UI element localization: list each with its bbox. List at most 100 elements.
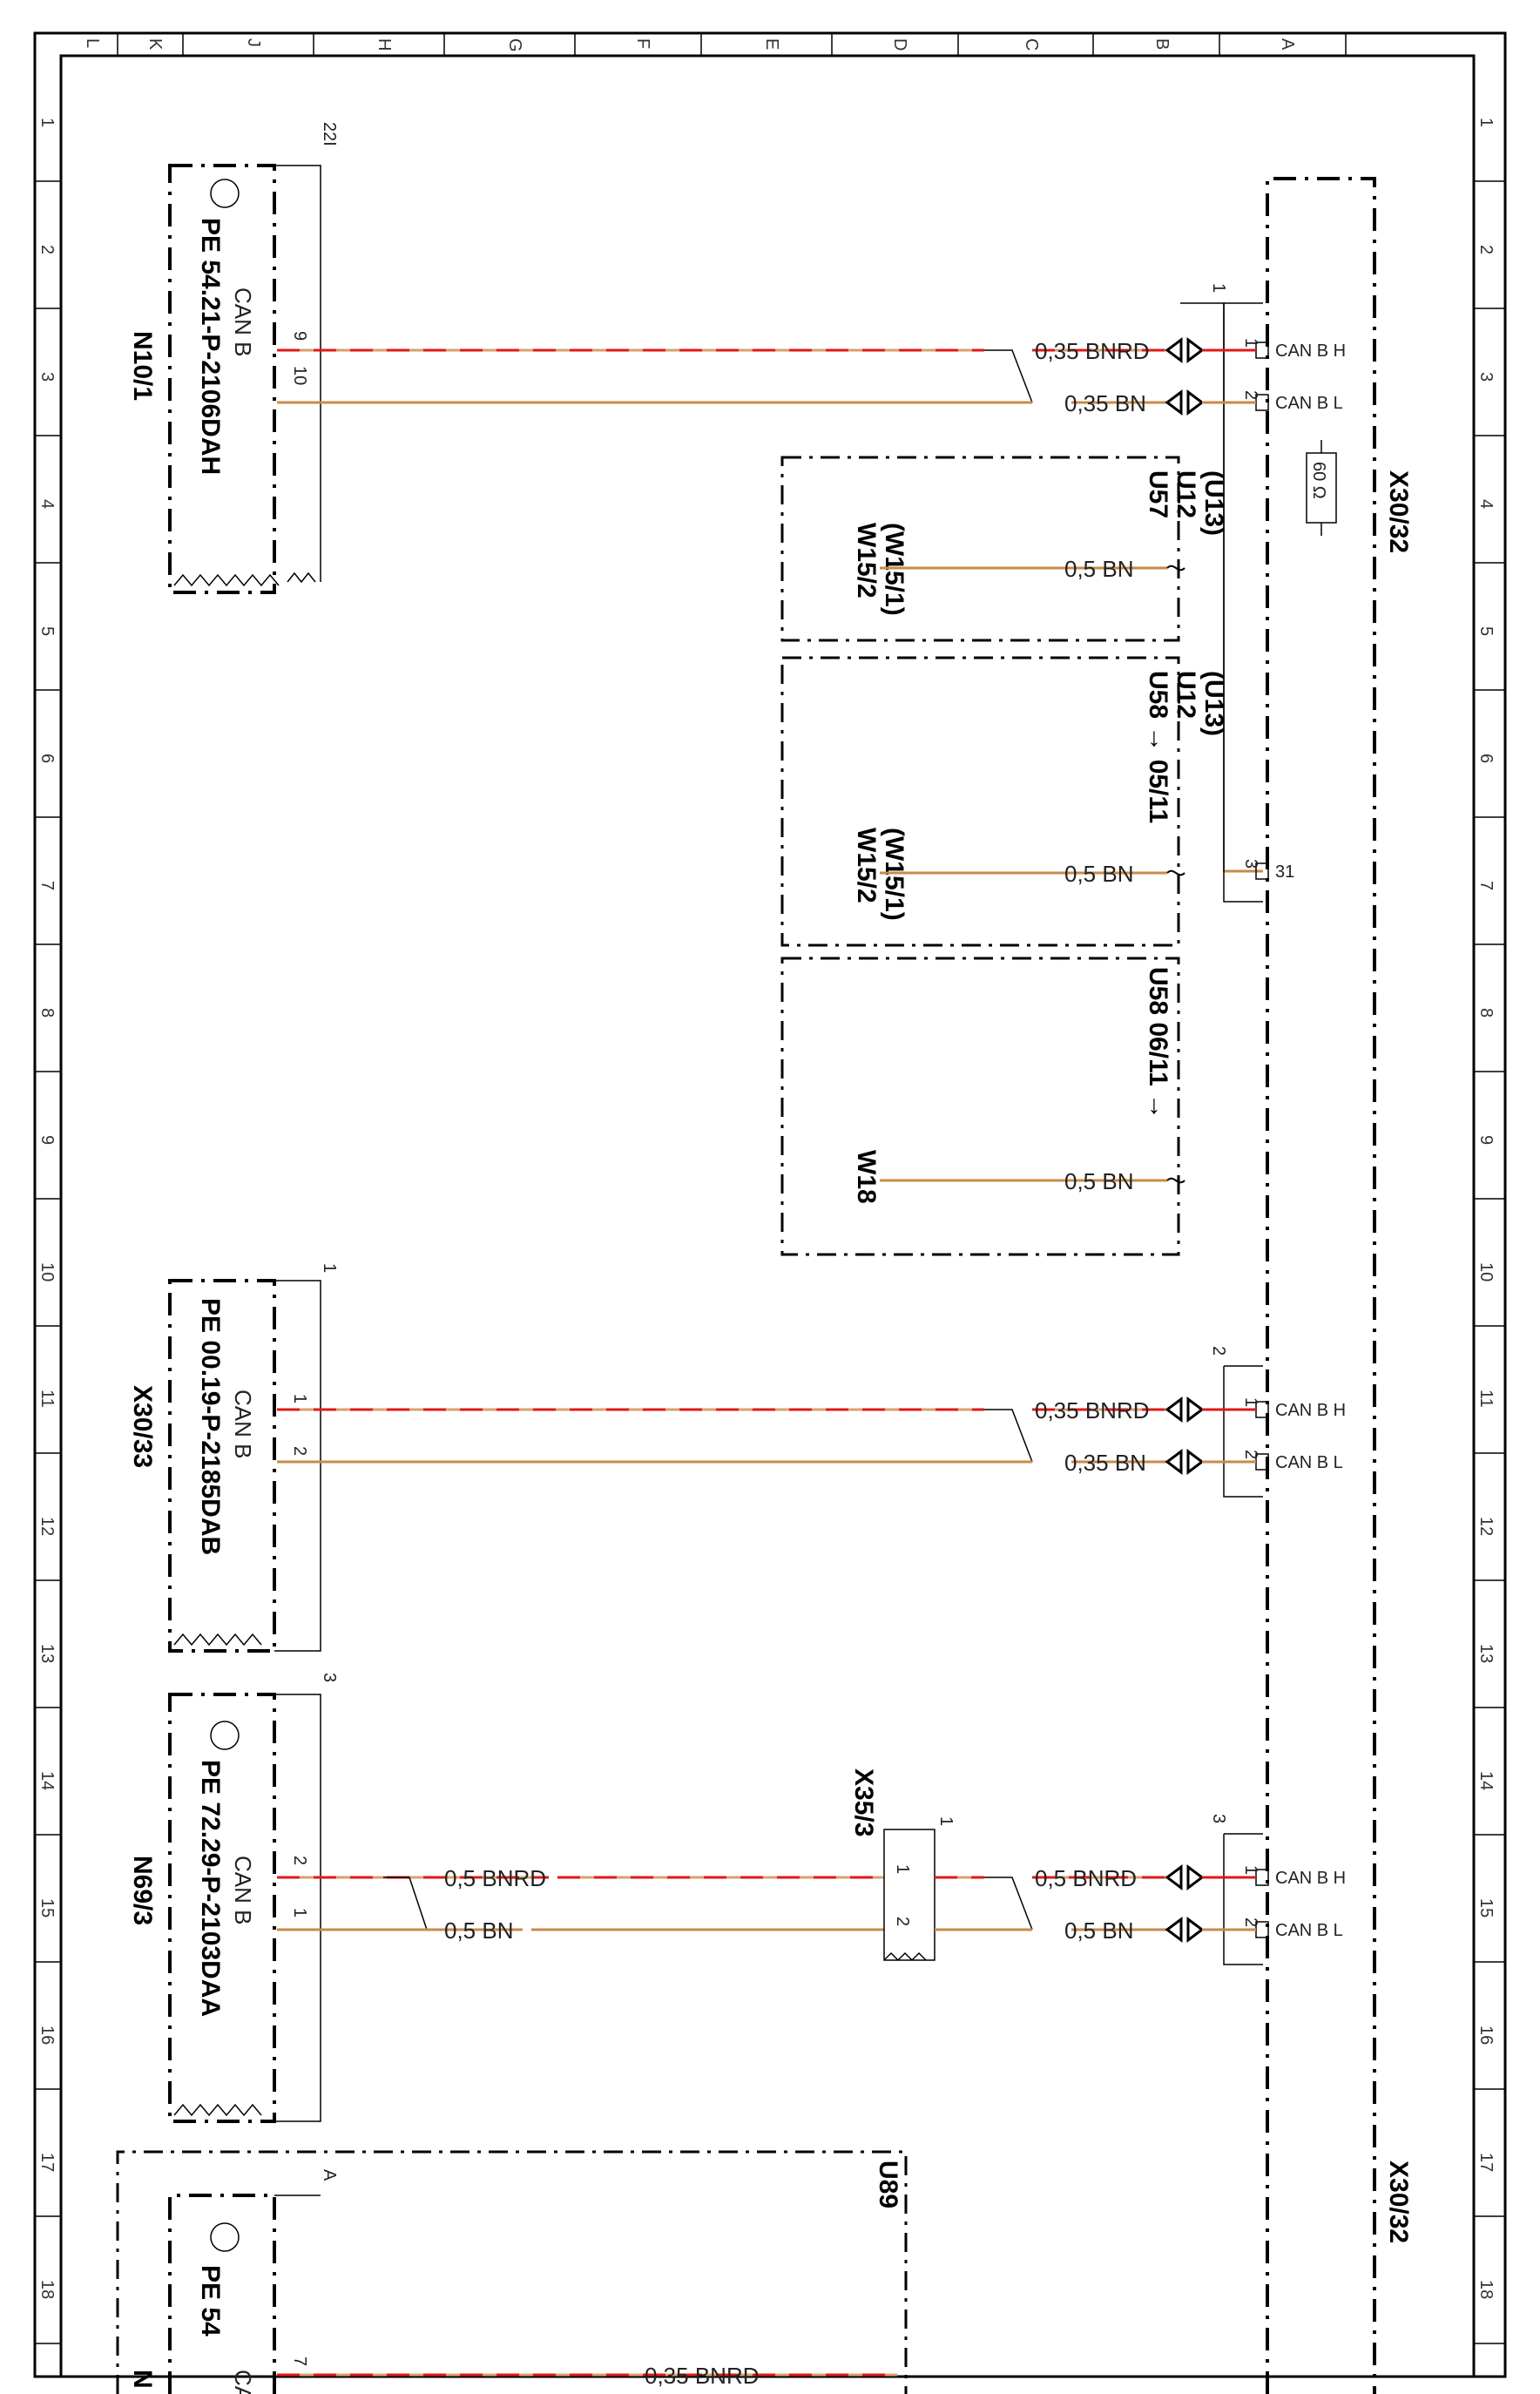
- module-u89[interactable]: U89 PE 54 CA N A 7 0,35 BNRD: [116, 2150, 908, 2394]
- svg-text:CA: CA: [230, 2370, 256, 2394]
- svg-text:1: 1: [893, 1864, 912, 1874]
- svg-text:1: 1: [290, 1908, 309, 1917]
- grid-number: 18: [1476, 2280, 1496, 2299]
- pin-number: 2: [1241, 1917, 1260, 1927]
- svg-text:0,5 BN: 0,5 BN: [444, 1917, 514, 1944]
- svg-text:1: 1: [290, 1394, 309, 1403]
- grid-letter: E: [762, 38, 781, 50]
- n10-1-bus: CAN B: [230, 287, 256, 356]
- svg-text:X35/3: X35/3: [849, 1768, 878, 1836]
- grid-number: 12: [37, 1517, 57, 1536]
- inner-frame: [59, 54, 1476, 2378]
- grid-number: 3: [1476, 372, 1496, 382]
- svg-text:X30/32: X30/32: [1384, 2161, 1413, 2243]
- inline-connector-x35-3[interactable]: X35/3 1 1 2: [849, 1768, 956, 1962]
- transistor-icon: [210, 1721, 240, 1750]
- svg-text:3: 3: [320, 1673, 339, 1682]
- grid-number: 9: [1476, 1135, 1496, 1145]
- ground-bus: [1180, 302, 1263, 872]
- svg-text:7: 7: [290, 2357, 309, 2366]
- plug-arrow-icon: [1165, 1449, 1205, 1475]
- svg-text:0,5 BNRD: 0,5 BNRD: [1035, 1865, 1137, 1891]
- grid-number: 17: [1476, 2153, 1496, 2172]
- grid-number: 7: [37, 881, 57, 890]
- grid-letter: D: [890, 38, 909, 51]
- grid-number: 10: [1476, 1262, 1496, 1282]
- svg-text:60 Ω: 60 Ω: [1309, 462, 1328, 499]
- transistor-icon: [210, 179, 240, 208]
- pin-signal: 31: [1275, 862, 1294, 882]
- svg-text:CAN B: CAN B: [230, 1390, 256, 1458]
- pin-number: 2: [1241, 1450, 1260, 1459]
- grid-number: 3: [37, 372, 57, 382]
- svg-text:W18: W18: [852, 1150, 881, 1204]
- grid-number: 18: [37, 2280, 57, 2299]
- grid-number: 2: [1476, 245, 1496, 254]
- grid-letter: G: [505, 38, 524, 52]
- plug-arrow-icon: [1165, 337, 1205, 363]
- grid-number: 5: [1476, 626, 1496, 636]
- svg-text:N: N: [128, 2370, 157, 2389]
- n10-1-doc[interactable]: PE 54.21-P-2106DAH: [196, 218, 225, 475]
- svg-text:2: 2: [290, 1446, 309, 1456]
- plug-arrows: [1165, 337, 1256, 1943]
- connector-pin: [1255, 862, 1269, 880]
- wire-break-icon: [1166, 869, 1185, 876]
- grid-number: 2: [37, 245, 57, 254]
- pin-signal: CAN B H: [1275, 1869, 1346, 1888]
- module-n69-3[interactable]: PE 72.29-P-2103DAA CAN B N69/3 3 2 1: [128, 1673, 339, 2123]
- svg-text:0,35 BNRD: 0,35 BNRD: [645, 2363, 760, 2389]
- svg-text:PE 00.19-P-2185DAB[interactable]: PE 00.19-P-2185DAB: [196, 1298, 225, 1555]
- module-n10-1[interactable]: PE 54.21-P-2106DAH CAN B N10/1 22I 9 10: [128, 122, 339, 594]
- svg-text:0,5 BN: 0,5 BN: [1064, 556, 1134, 582]
- svg-text:2: 2: [290, 1856, 309, 1865]
- grid-number: 4: [37, 499, 57, 509]
- pin-number: 2: [1241, 390, 1260, 400]
- option-box-2[interactable]: U58 → 05/11U12(U13) W15/2(W15/1) 0,5 BN: [780, 656, 1228, 947]
- svg-text:A: A: [320, 2169, 339, 2181]
- plug-arrow-icon: [1165, 1864, 1205, 1890]
- grid-number: 8: [1476, 1008, 1496, 1018]
- pin-signal: CAN B H: [1275, 1401, 1346, 1420]
- svg-text:2: 2: [893, 1917, 912, 1926]
- grid-number: 6: [37, 754, 57, 763]
- n10-1-pin-10: 10: [290, 366, 309, 385]
- wire-label-1: 0,35 BNRD: [1035, 338, 1150, 364]
- svg-text:1: 1: [936, 1816, 956, 1826]
- pin-number: 1: [1241, 1865, 1260, 1875]
- pin-signal: CAN B L: [1275, 1453, 1343, 1472]
- svg-text:PE 72.29-P-2103DAA[interactable]: PE 72.29-P-2103DAA: [196, 1760, 225, 2017]
- outer-frame: [33, 31, 1507, 2378]
- transistor-icon: [210, 2222, 240, 2252]
- grid-number: 9: [37, 1135, 57, 1145]
- svg-text:PE 54[interactable]: PE 54: [196, 2265, 225, 2337]
- grid-number: 13: [37, 1644, 57, 1663]
- grid-number: 16: [37, 2025, 57, 2045]
- grid-letter: B: [1152, 38, 1172, 50]
- option-box-3[interactable]: U58 06/11 → W18 0,5 BN: [780, 957, 1180, 1256]
- grid-number: 6: [1476, 754, 1496, 763]
- wire-label-2: 0,35 BN: [1064, 390, 1146, 416]
- n10-1-pin-9: 9: [290, 331, 309, 341]
- svg-text:X30/32: X30/32: [1384, 470, 1413, 553]
- grid-number: 17: [37, 2153, 57, 2172]
- svg-text:1: 1: [1209, 283, 1228, 293]
- grid-number: 10: [37, 1262, 57, 1282]
- svg-text:U58 06/11 →: U58 06/11 →: [1144, 967, 1172, 1119]
- plug-arrow-icon: [1165, 1396, 1205, 1423]
- module-x30-33[interactable]: PE 00.19-P-2185DAB CAN B X30/33 1 1 2: [128, 1263, 339, 1653]
- plug-arrow-icon: [1165, 389, 1205, 416]
- svg-text:1: 1: [320, 1263, 339, 1273]
- pin-number: 3: [1241, 859, 1260, 869]
- connector-x30-32[interactable]: X30/32 X30/32 60 Ω 1 2 3: [1209, 177, 1413, 2394]
- grid-number: 11: [1476, 1390, 1496, 1408]
- option-box-1[interactable]: U57U12(U13) W15/2(W15/1) 0,5 BN: [780, 456, 1228, 642]
- grid-number: 16: [1476, 2025, 1496, 2045]
- svg-text:0,35 BN: 0,35 BN: [1064, 1450, 1146, 1476]
- grid-letter: F: [633, 38, 652, 49]
- grid-letter: J: [244, 38, 263, 47]
- svg-text:3: 3: [1209, 1814, 1228, 1823]
